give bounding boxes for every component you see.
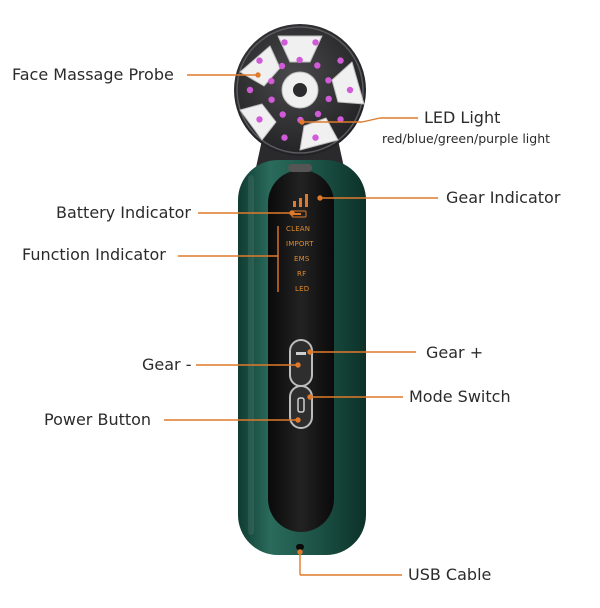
led-dot [312, 39, 319, 46]
gear-bars-icon [293, 194, 308, 207]
usb-port [296, 544, 304, 550]
label-led-colors: red/blue/green/purple light [382, 131, 551, 146]
label-gear-indicator: Gear Indicator [446, 188, 561, 207]
led-dot [268, 77, 275, 85]
indicator-ems: EMS [294, 255, 310, 263]
led-dot [281, 134, 288, 141]
led-dot [281, 39, 288, 46]
led-dot [325, 77, 332, 84]
led-dot [314, 110, 322, 118]
label-battery-indicator: Battery Indicator [56, 203, 192, 222]
led-dot [246, 86, 254, 94]
label-gear-plus: Gear + [426, 343, 484, 362]
led-dot [325, 95, 332, 103]
label-face-massage-probe: Face Massage Probe [12, 65, 174, 84]
indicator-clean: CLEAN [286, 225, 311, 233]
rocker-switch-lower [289, 385, 313, 429]
indicator-import: IMPORT [286, 240, 314, 248]
led-dot [312, 134, 319, 141]
probe-pad-1 [277, 35, 323, 63]
led-dot [314, 62, 321, 69]
label-function-indicator: Function Indicator [22, 245, 166, 264]
led-dot [256, 116, 263, 123]
probe-pad-3 [299, 117, 339, 151]
led-dot [278, 62, 286, 70]
indicator-led: LED [295, 285, 310, 293]
rocker-switch-upper [289, 339, 313, 387]
probe-head [234, 24, 366, 156]
label-led-light: LED Light [424, 108, 501, 127]
indicator-rf: RF [297, 270, 307, 278]
led-dot [279, 111, 286, 118]
probe-pad-2 [331, 61, 365, 105]
led-dot [337, 116, 344, 123]
label-usb-cable: USB Cable [408, 565, 492, 584]
label-power-button: Power Button [44, 410, 152, 429]
led-dot [268, 96, 275, 103]
led-dot [256, 57, 263, 64]
label-mode-switch: Mode Switch [409, 387, 511, 406]
led-dot [296, 56, 303, 64]
head-collar [288, 164, 312, 172]
led-dot [346, 86, 354, 94]
led-dot [337, 57, 344, 64]
label-gear-minus: Gear - [142, 355, 192, 374]
device-body-highlight [248, 175, 254, 535]
